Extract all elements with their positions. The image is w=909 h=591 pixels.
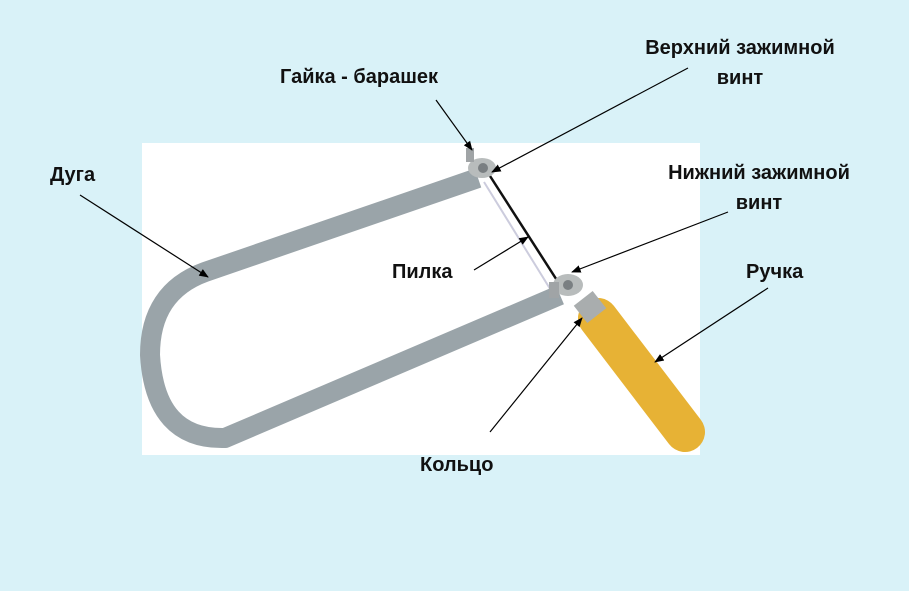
saw-blade <box>488 175 562 286</box>
label-blade: Пилка <box>392 261 453 283</box>
label-wing-nut: Гайка - барашек <box>280 66 439 88</box>
blade-shadow <box>483 181 553 293</box>
pointer-arrows <box>79 67 769 433</box>
saw-frame-arc <box>140 168 564 449</box>
arrow-lower-clamp <box>571 211 729 273</box>
arrow-handle <box>654 287 769 363</box>
saw-handle <box>578 298 705 452</box>
upper-wing-nut <box>466 148 496 178</box>
arrow-arc <box>79 194 209 278</box>
label-lower-clamp: Нижний зажимной винт <box>668 162 850 214</box>
label-ring: Кольцо <box>420 454 494 476</box>
label-handle: Ручка <box>746 261 804 283</box>
arrow-upper-clamp <box>491 67 689 173</box>
handle-ferrule <box>573 290 607 324</box>
arrow-wing-nut <box>435 99 473 151</box>
label-upper-clamp: Верхний зажимной винт <box>645 37 835 89</box>
arrow-blade <box>473 236 529 271</box>
arrow-ring <box>489 317 583 433</box>
lower-wing-nut <box>549 274 583 298</box>
label-arc: Дуга <box>50 164 96 186</box>
